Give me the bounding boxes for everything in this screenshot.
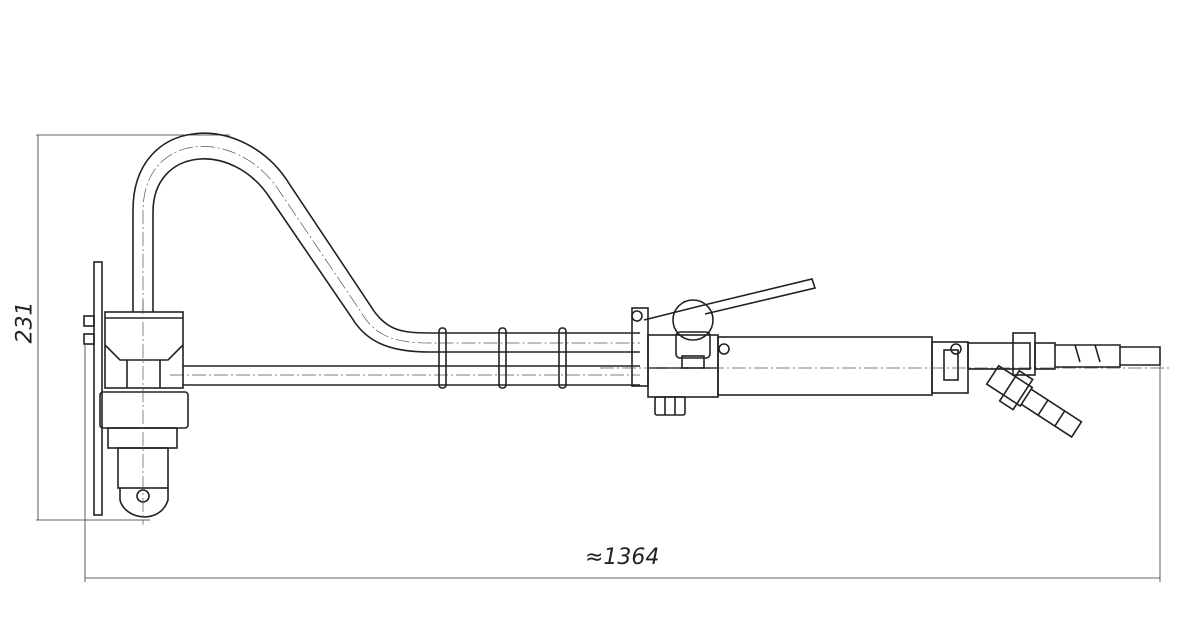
pipe-rings	[438, 327, 567, 389]
torch-body	[600, 336, 1170, 396]
bent-pipe	[132, 132, 640, 353]
dimension-length-label: ≈1364	[585, 545, 660, 570]
hose-fitting-straight	[967, 332, 1161, 376]
dimension-lines	[36, 134, 1161, 582]
mounting-fitting	[83, 261, 189, 525]
hose-fitting-angled	[985, 364, 1083, 439]
dimension-height-label: 231	[12, 301, 38, 344]
straight-pipe	[170, 365, 640, 386]
